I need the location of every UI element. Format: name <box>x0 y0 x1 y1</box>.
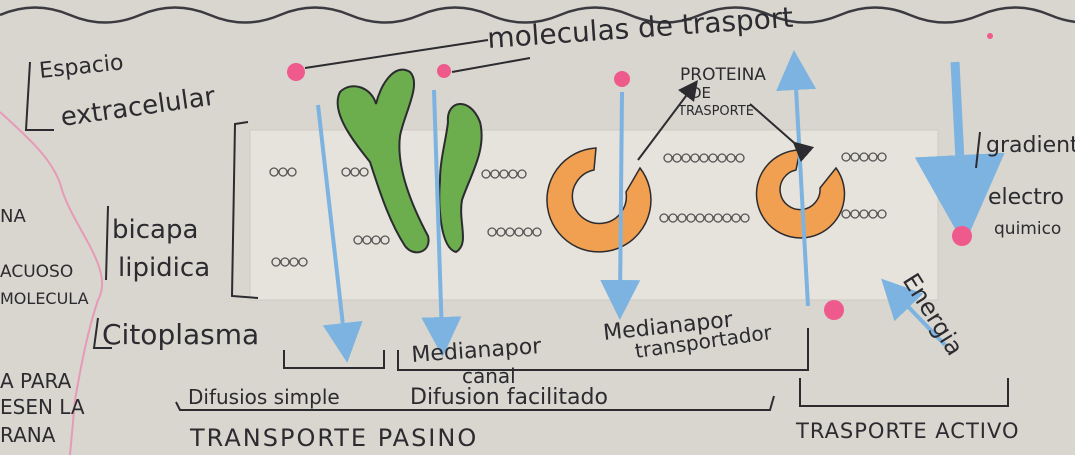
bilayer-label-1: bicapa <box>112 215 198 245</box>
left-margin-text-5: ESEN LA <box>0 395 85 419</box>
molecule <box>437 64 451 78</box>
molecule <box>614 71 630 87</box>
carrier-arrow <box>620 92 622 300</box>
left-margin-text-1: NA <box>0 206 26 227</box>
transport-protein-label-2: DE <box>690 84 711 102</box>
molecule <box>952 226 972 246</box>
transport-molecules-label: moleculas de trasport <box>486 1 794 55</box>
extracellular-label-line1: Espacio <box>38 50 125 84</box>
channel-mediated-label-1: Medianapor <box>411 334 543 368</box>
cytoplasm-label: Citoplasma <box>102 318 259 351</box>
left-margin-text-3: MOLECULA <box>0 289 89 308</box>
extracellular-label-line2: extracelular <box>59 82 218 133</box>
transport-protein-label-3: TRASPORTE <box>677 104 754 119</box>
molecule <box>287 63 305 81</box>
molecule <box>987 33 993 39</box>
gradient-bracket <box>976 132 980 168</box>
transport-molecules-leader <box>452 58 530 72</box>
left-margin-text-4: A PARA <box>0 369 72 393</box>
gradient-label-2: electro <box>988 185 1064 210</box>
active-transport-label: TRASPORTE ACTIVO <box>795 419 1020 443</box>
left-margin-text-2: ACUOSO <box>0 262 73 282</box>
left-margin-text-6: RANA <box>0 423 56 447</box>
active-transport-bracket <box>800 378 1008 406</box>
simple-diffusion-bracket <box>284 350 384 368</box>
molecule <box>824 300 844 320</box>
bilayer-label-bracket <box>106 206 108 280</box>
simple-diffusion-label: Difusios simple <box>188 385 340 409</box>
passive-transport-label: TRANSPORTE PASINO <box>189 424 478 452</box>
bilayer-label-2: lipidica <box>118 253 210 283</box>
gradient-arrow <box>955 62 962 200</box>
gradient-label-3: quimico <box>994 219 1061 239</box>
transport-molecules-leader <box>305 40 488 68</box>
facilitated-diffusion-label: Difusion facilitado <box>410 385 608 410</box>
gradient-label-1: gradient <box>986 133 1075 158</box>
transport-protein-label-1: PROTEINA <box>680 65 766 85</box>
